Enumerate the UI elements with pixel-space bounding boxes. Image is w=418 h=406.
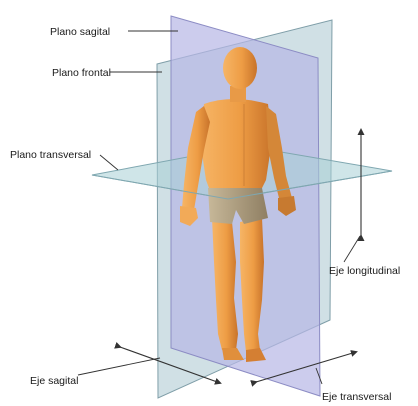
label-transverse-axis: Eje transversal <box>322 391 391 403</box>
torso <box>200 99 272 196</box>
label-longitudinal-axis: Eje longitudinal <box>329 265 400 277</box>
head <box>223 47 257 89</box>
leader-transverse-plane <box>100 155 118 170</box>
label-sagittal-plane: Plano sagital <box>50 26 110 38</box>
label-transverse-plane: Plano transversal <box>10 149 91 161</box>
label-sagittal-axis: Eje sagital <box>30 375 78 387</box>
label-frontal-plane: Plano frontal <box>52 67 111 79</box>
leader-longitudinal-axis <box>344 236 360 262</box>
leader-sagittal-axis <box>78 358 160 375</box>
